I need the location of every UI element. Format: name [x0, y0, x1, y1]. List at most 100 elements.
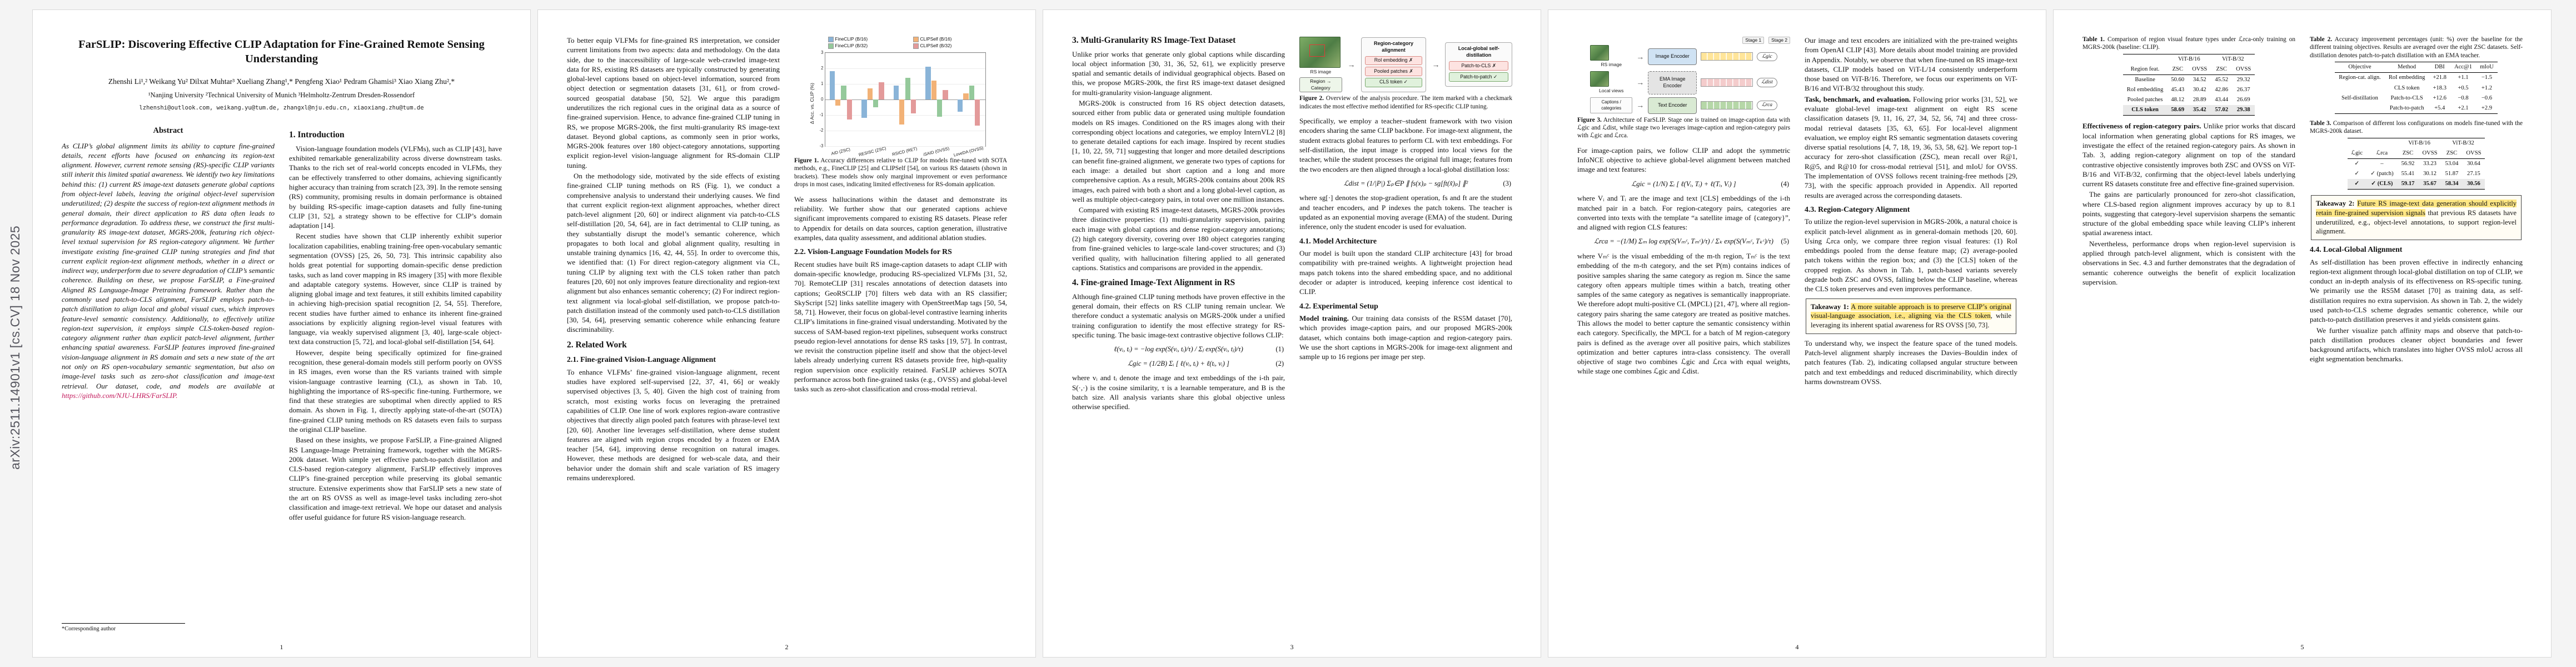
figure-caption-text: Architecture of FarSLIP. Stage one is tr…	[1577, 116, 1790, 140]
table-cell: ✓	[2354, 160, 2360, 167]
paragraph: MGRS-200k is constructed from 16 RS obje…	[1072, 99, 1285, 203]
table-cell: 30.42	[2193, 87, 2206, 93]
bar	[893, 85, 899, 99]
page3-left-column: 3. Multi-Granularity RS Image-Text Datas…	[1072, 36, 1285, 639]
table-cell: 30.64	[2467, 160, 2480, 167]
section-1-heading: 1. Introduction	[289, 130, 345, 140]
table-cell: 26.69	[2236, 97, 2250, 103]
table-header-cell: OVSS	[2232, 64, 2255, 76]
page-4: Stage 1 Stage 2 RS image → Image Encoder…	[1548, 9, 2046, 658]
table-cell: 58.34	[2441, 178, 2463, 190]
figure-3: Stage 1 Stage 2 RS image → Image Encoder…	[1577, 37, 1790, 140]
legend-item: FineCLIP (B/16)	[828, 37, 908, 43]
equation-2: ℒgic = (1/2B) Σᵢ [ ℓ(vᵢ, tᵢ) + ℓ(tᵢ, vᵢ)…	[1072, 359, 1285, 369]
figure-caption-text: Accuracy differences relative to CLIP fo…	[794, 157, 1007, 188]
abstract-heading: Abstract	[153, 126, 183, 136]
paragraph: However, despite being specifically opti…	[289, 348, 502, 434]
table-cell: 33.23	[2423, 160, 2437, 167]
equation-5: ℒrca = −(1/M) Σₘ log exp(S(Vₘᶜ, Tₘᶜ)/τ) …	[1577, 237, 1790, 246]
paragraph: Effectiveness of region-category pairs. …	[2082, 121, 2295, 188]
option-chip: Pooled patches ✗	[1364, 67, 1423, 76]
region-annotation-box	[1309, 44, 1325, 57]
arrow-icon: →	[1347, 59, 1356, 69]
equation-number: (4)	[1781, 180, 1789, 188]
paragraph: where vᵢ and tᵢ denote the image and tex…	[1072, 374, 1285, 411]
table-cell: 28.89	[2193, 97, 2206, 103]
author-emails: lzhenshi@outlook.com, weikang.yu@tum.de,…	[139, 104, 424, 112]
paragraph: Model training. Our training data consis…	[1299, 313, 1512, 361]
loss-rca-chip: ℒrca	[1757, 101, 1777, 110]
table-caption-text: Comparison of different loss configurati…	[2310, 120, 2523, 135]
crops-label: Local views	[1598, 87, 1624, 93]
table-cell: 55.41	[2401, 170, 2415, 177]
paragraph: Our image and text encoders are initiali…	[1805, 36, 2017, 93]
figure1-bar-chart: FineCLIP (B/16)CLIPSelf (B/16)FineCLIP (…	[809, 37, 993, 157]
figure3-diagram: RS image → Image Encoder ℒgic Local view…	[1577, 45, 1790, 114]
takeaway-text: , while leveraging its inherent spatial …	[1811, 312, 2011, 330]
bar	[963, 93, 969, 99]
legend-swatch	[828, 43, 834, 49]
run-in-heading: Effectiveness of region-category pairs.	[2082, 122, 2201, 131]
table1-caption: Table 1. Comparison of region visual fea…	[2082, 36, 2295, 52]
crop-thumbnail	[1590, 71, 1610, 87]
table-cell: +12.6	[2433, 94, 2447, 101]
github-link[interactable]: https://github.com/NJU-LHRS/FarSLIP.	[62, 391, 178, 400]
bar	[969, 85, 975, 99]
table-cell: Patch-to-CLS	[2390, 94, 2423, 101]
table-group-header: ViT-B/32	[2211, 53, 2255, 64]
section-4-1-heading: 4.1. Model Architecture	[1299, 236, 1377, 245]
section-3-heading: 3. Multi-Granularity RS Image-Text Datas…	[1072, 36, 1236, 45]
table-cell: 42.86	[2215, 87, 2229, 93]
figure2-panel-distill: Local-global self-distillation Patch-to-…	[1445, 42, 1512, 87]
table-header-cell: Method	[2384, 62, 2429, 73]
author-list: Zhenshi Li¹,² Weikang Yu² Dilxat Muhtar³…	[108, 77, 455, 86]
paragraph: where Vₘᶜ is the visual embedding of the…	[1577, 252, 1790, 376]
text-features	[1701, 101, 1753, 110]
bar	[957, 99, 963, 112]
table-cell: +0.5	[2458, 84, 2469, 91]
table3-caption: Table 3. Comparison of different loss co…	[2310, 120, 2523, 136]
figure3-caption: Figure 3. Architecture of FarSLIP. Stage…	[1577, 116, 1790, 140]
table-cell: −1.5	[2481, 74, 2493, 81]
table-cell: −0.6	[2481, 94, 2493, 101]
paragraph: where sg[·] denotes the stop-gradient op…	[1299, 193, 1512, 231]
figure1-caption: Figure 1. Accuracy differences relative …	[794, 157, 1007, 189]
page2-right-column: FineCLIP (B/16)CLIPSelf (B/16)FineCLIP (…	[794, 36, 1007, 639]
table-cell: 57.02	[2211, 105, 2233, 116]
page-1: FarSLIP: Discovering Effective CLIP Adap…	[32, 9, 531, 658]
paragraph: To utilize the region-level supervision …	[1805, 217, 2017, 293]
table-cell: 56.92	[2401, 160, 2415, 167]
bar	[931, 81, 937, 99]
bar	[943, 90, 948, 99]
table-cell: CLS token	[2394, 84, 2420, 91]
paragraph: Task, benchmark, and evaluation. Followi…	[1805, 94, 2017, 200]
paragraph: To better equip VLFMs for fine-grained R…	[567, 36, 780, 170]
table-caption-text: Comparison of region visual feature type…	[2082, 36, 2295, 51]
table-cell: 35.42	[2188, 105, 2211, 116]
table-label: Table 3.	[2310, 120, 2331, 127]
bar	[873, 99, 879, 107]
loss-dist-chip: ℒdist	[1757, 78, 1777, 87]
paragraph: On the methodology side, motivated by th…	[567, 171, 780, 334]
legend-label: CLIPSelf (B/16)	[920, 37, 952, 42]
takeaway-label: Takeaway 1:	[1811, 302, 1849, 311]
table-cell: 29.32	[2236, 77, 2250, 83]
table-cell: 50.60	[2171, 77, 2185, 83]
table-header-cell: DBI	[2429, 62, 2450, 73]
page-number: 1	[280, 643, 283, 651]
equation-number: (1)	[1275, 345, 1284, 354]
gridline	[825, 146, 985, 147]
paragraph: Unlike prior works that generate only gl…	[1072, 49, 1285, 97]
table-cell: 59.17	[2397, 178, 2419, 190]
text-input-block: Captions / categories	[1590, 97, 1633, 113]
bar	[910, 99, 916, 113]
table-cell: 27.15	[2467, 170, 2480, 177]
section-2-2-heading: 2.2. Vision-Language Foundation Models f…	[794, 247, 952, 256]
x-axis-labels: AID (ZSC)RESISC (ZSC)RSICD (RET)iSAID (O…	[825, 145, 985, 157]
